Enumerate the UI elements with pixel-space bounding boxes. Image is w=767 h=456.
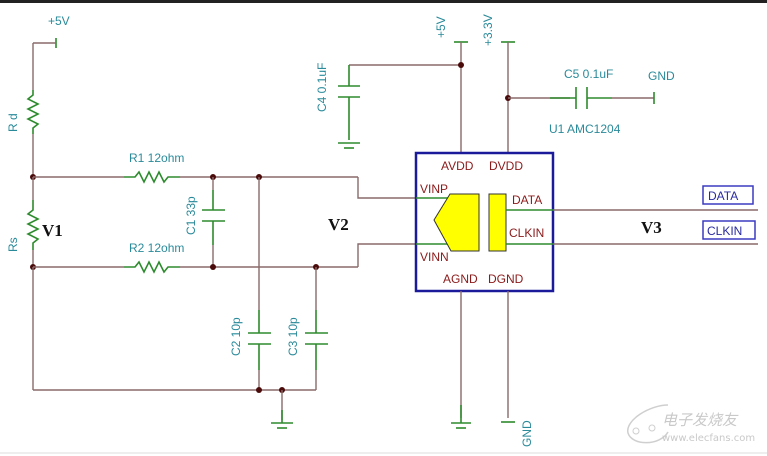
port-clkin xyxy=(702,220,756,240)
pin-agnd: AGND xyxy=(443,272,478,286)
top-border xyxy=(0,0,767,3)
capacitor-c3 xyxy=(305,310,328,370)
resistor-rd xyxy=(26,90,40,134)
pin-avdd: AVDD xyxy=(441,159,474,173)
ground-icon xyxy=(271,410,293,429)
watermark-url: www.elecfans.com xyxy=(662,433,755,444)
gnd-dgnd-label: GND xyxy=(520,420,534,447)
u1-label: U1 AMC1204 xyxy=(549,122,621,136)
wire-vinp xyxy=(357,177,415,199)
c5-label: C5 0.1uF xyxy=(564,67,613,81)
c1-label: C1 33p xyxy=(184,196,198,235)
capacitor-c5 xyxy=(550,87,612,109)
resistor-r1 xyxy=(124,170,180,184)
c2-label: C2 10p xyxy=(229,317,243,356)
port-data-label: DATA xyxy=(708,189,738,203)
r1-label: R1 12ohm xyxy=(129,151,184,165)
modulator-icon xyxy=(433,193,480,252)
wire-vinn xyxy=(357,243,415,267)
ground-icon xyxy=(338,142,360,149)
capacitor-c2 xyxy=(248,310,271,370)
node-v1: V1 xyxy=(42,221,63,240)
pin-vinp: VINP xyxy=(420,182,448,196)
capacitor-c4 xyxy=(338,65,360,140)
pin-dgnd: DGND xyxy=(488,272,524,286)
vcc-avdd-label: +5V xyxy=(434,16,448,38)
r2-label: R2 12ohm xyxy=(129,241,184,255)
watermark: 电子发烧友 www.elecfans.com xyxy=(627,404,755,444)
ground-icon xyxy=(451,405,471,429)
pin-vinn: VINN xyxy=(420,250,449,264)
junction xyxy=(256,387,262,393)
resistor-r2 xyxy=(124,260,180,274)
node-v3: V3 xyxy=(641,218,662,237)
port-data xyxy=(702,185,754,205)
resistor-rs xyxy=(26,200,40,250)
pin-dvdd: DVDD xyxy=(489,159,523,173)
pin-data: DATA xyxy=(512,193,542,207)
capacitor-c1 xyxy=(202,190,225,245)
node-v2: V2 xyxy=(328,215,349,234)
watermark-brand: 电子发烧友 xyxy=(662,411,739,429)
pin-clkin: CLKIN xyxy=(509,226,544,240)
rd-label: R d xyxy=(6,113,20,132)
vcc-dvdd-label: +3.3V xyxy=(481,14,495,46)
port-clkin-label: CLKIN xyxy=(707,224,742,238)
vcc-left-symbol xyxy=(33,38,57,48)
watermark-logo-icon xyxy=(632,427,640,435)
watermark-logo-icon xyxy=(648,424,656,432)
digital-block-icon xyxy=(488,193,507,252)
c3-label: C3 10p xyxy=(286,317,300,356)
gnd-c5-label: GND xyxy=(648,69,675,83)
vcc-left-label: +5V xyxy=(48,14,70,28)
watermark-logo-icon xyxy=(627,404,669,444)
c4-label: C4 0.1uF xyxy=(315,63,329,112)
junction xyxy=(210,264,216,270)
rs-label: Rs xyxy=(6,237,20,252)
junction xyxy=(458,62,464,68)
